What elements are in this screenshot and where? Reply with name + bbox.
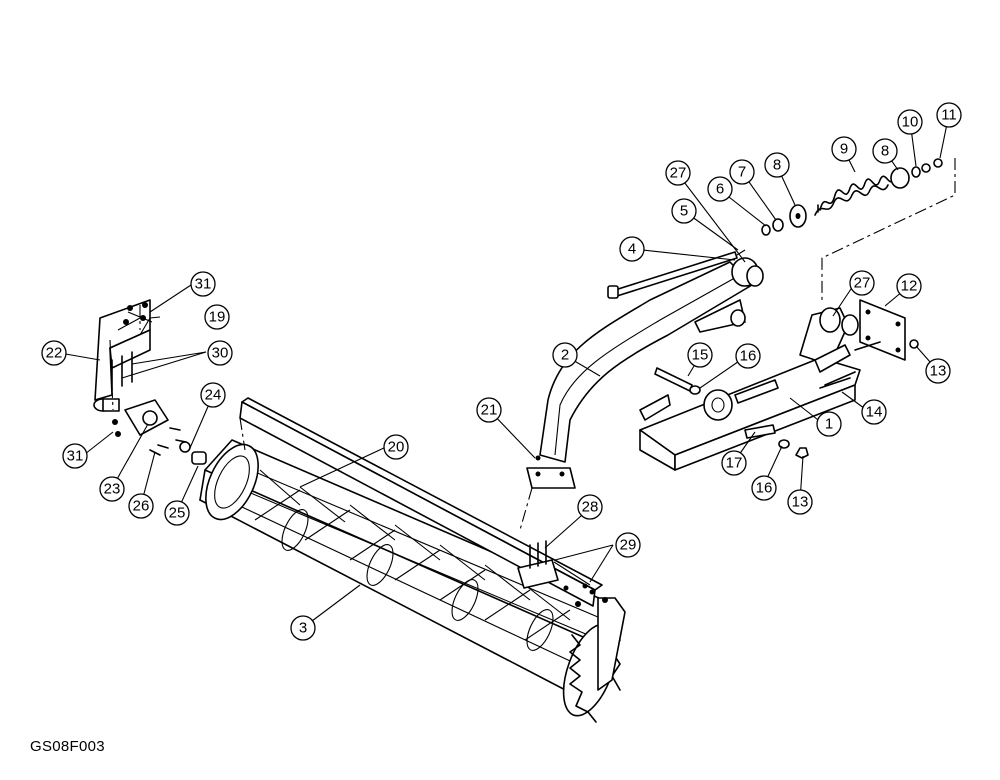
callout-7: 7 bbox=[729, 159, 755, 185]
svg-text:23: 23 bbox=[104, 481, 121, 498]
svg-text:5: 5 bbox=[680, 203, 688, 220]
svg-text:7: 7 bbox=[738, 164, 746, 181]
svg-text:25: 25 bbox=[169, 505, 186, 522]
callout-26: 26 bbox=[128, 493, 154, 519]
callout-24: 24 bbox=[200, 382, 226, 408]
svg-text:3: 3 bbox=[299, 620, 307, 637]
callout-15: 15 bbox=[687, 342, 713, 368]
callout-8b: 8 bbox=[872, 138, 898, 164]
svg-text:21: 21 bbox=[481, 402, 498, 419]
callout-20: 20 bbox=[383, 434, 409, 460]
callout-25: 25 bbox=[164, 500, 190, 526]
left-bracket-assembly bbox=[93, 299, 207, 465]
svg-text:24: 24 bbox=[205, 387, 222, 404]
svg-text:9: 9 bbox=[840, 141, 848, 158]
callout-9: 9 bbox=[831, 136, 857, 162]
callout-29: 29 bbox=[615, 532, 641, 558]
callout-28: 28 bbox=[577, 494, 603, 520]
svg-text:27: 27 bbox=[854, 275, 871, 292]
callout-1: 1 bbox=[816, 411, 842, 437]
callout-11: 11 bbox=[936, 102, 962, 128]
svg-text:8: 8 bbox=[881, 143, 889, 160]
callout-16a: 16 bbox=[735, 343, 761, 369]
callout-6: 6 bbox=[707, 176, 733, 202]
clamp-28 bbox=[517, 540, 595, 595]
callout-16b: 16 bbox=[751, 475, 777, 501]
callouts: 1 2 3 4 5 6 7 8 8 9 10 11 12 13 13 14 15… bbox=[41, 102, 962, 641]
svg-text:4: 4 bbox=[628, 241, 636, 258]
svg-text:31: 31 bbox=[195, 276, 212, 293]
callout-27b: 27 bbox=[849, 270, 875, 296]
callout-8a: 8 bbox=[764, 152, 790, 178]
roller-drum bbox=[199, 439, 626, 723]
frame-1 bbox=[639, 299, 906, 471]
svg-text:13: 13 bbox=[792, 494, 809, 511]
svg-text:17: 17 bbox=[726, 455, 743, 472]
callout-10: 10 bbox=[897, 109, 923, 135]
svg-text:31: 31 bbox=[67, 448, 84, 465]
svg-text:14: 14 bbox=[866, 404, 883, 421]
callout-23: 23 bbox=[99, 476, 125, 502]
callout-27a: 27 bbox=[665, 160, 691, 186]
bar-20 bbox=[239, 397, 603, 607]
svg-text:8: 8 bbox=[773, 157, 781, 174]
svg-text:12: 12 bbox=[901, 278, 918, 295]
callout-13a: 13 bbox=[925, 358, 951, 384]
svg-text:26: 26 bbox=[133, 498, 150, 515]
callout-13b: 13 bbox=[787, 489, 813, 515]
callout-5: 5 bbox=[671, 198, 697, 224]
svg-text:19: 19 bbox=[209, 309, 226, 326]
svg-text:11: 11 bbox=[941, 107, 957, 124]
callout-2: 2 bbox=[552, 342, 578, 368]
callout-22: 22 bbox=[41, 340, 67, 366]
callout-19: 19 bbox=[204, 304, 230, 330]
callout-12: 12 bbox=[896, 273, 922, 299]
svg-text:22: 22 bbox=[46, 345, 63, 362]
svg-text:27: 27 bbox=[670, 165, 687, 182]
callout-31b: 31 bbox=[62, 443, 88, 469]
svg-text:6: 6 bbox=[716, 181, 724, 198]
figure-code: GS08F003 bbox=[30, 738, 105, 755]
svg-text:1: 1 bbox=[825, 416, 833, 433]
svg-text:16: 16 bbox=[756, 480, 773, 497]
callout-31a: 31 bbox=[190, 271, 216, 297]
callout-30: 30 bbox=[207, 340, 233, 366]
spring-assembly bbox=[761, 158, 956, 300]
svg-text:13: 13 bbox=[930, 363, 947, 380]
svg-text:16: 16 bbox=[740, 348, 757, 365]
svg-text:15: 15 bbox=[692, 347, 709, 364]
svg-text:30: 30 bbox=[212, 345, 229, 362]
svg-text:2: 2 bbox=[561, 347, 569, 364]
callout-17: 17 bbox=[721, 450, 747, 476]
callout-4: 4 bbox=[619, 236, 645, 262]
svg-text:20: 20 bbox=[388, 439, 405, 456]
callout-21: 21 bbox=[476, 397, 502, 423]
rod-4 bbox=[607, 249, 746, 299]
svg-text:10: 10 bbox=[902, 114, 919, 131]
callout-3: 3 bbox=[290, 615, 316, 641]
callout-14: 14 bbox=[861, 399, 887, 425]
svg-text:28: 28 bbox=[582, 499, 599, 516]
svg-text:29: 29 bbox=[620, 537, 637, 554]
